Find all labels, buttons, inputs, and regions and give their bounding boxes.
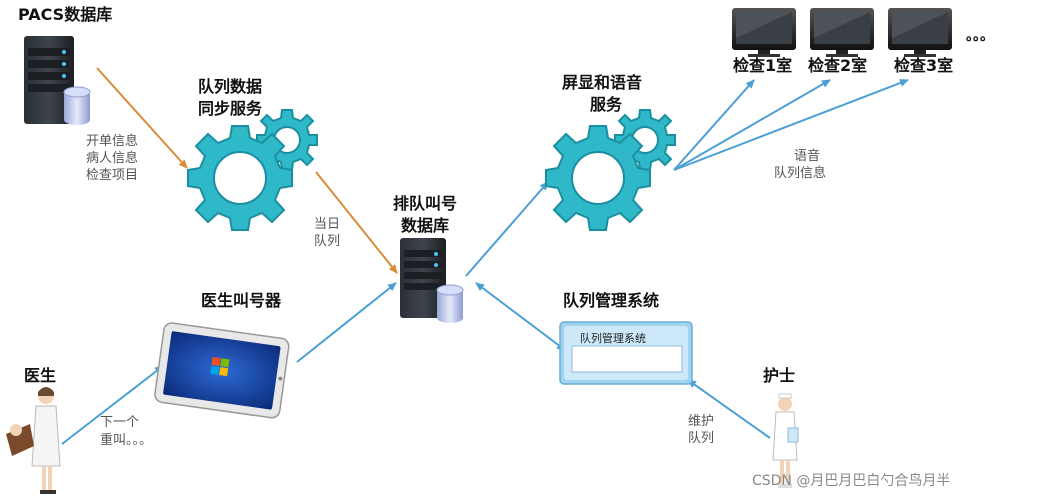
edge-sync-db-line1: 当日 [314,217,340,232]
edge-display-rooms-line1: 语音 [794,148,820,164]
arrow-display-to-room3 [673,79,909,171]
room3-label: 检查3室 [894,56,953,75]
arrow-caller-to-db [296,282,397,363]
edge-nurse-mgmt-line2: 队列 [688,431,714,446]
arrow-nurse-to-mgmt [687,379,771,439]
nurse-figure-icon [772,393,799,488]
sync-service-label-line1: 队列数据 [198,77,262,96]
queue-mgmt-window-icon [559,321,693,385]
edge-pacs-sync-line2: 病人信息 [86,150,138,166]
pacs-db-label: PACS数据库 [18,5,112,24]
nurse-label: 护士 [763,366,795,385]
caller-tablet-icon [154,322,290,419]
edge-display-rooms-line2: 队列信息 [774,165,826,181]
display-service-label-line1: 屏显和语音 [562,73,642,92]
mgmt-window-title: 队列管理系统 [580,331,646,345]
display-service-gear-icon [545,109,676,231]
monitor-room3-icon [888,8,952,57]
arrow-display-to-room2 [673,79,831,171]
arrow-pacs-to-sync [96,67,188,169]
queue-db-label-line1: 排队叫号 [393,194,457,213]
display-service-label-line2: 服务 [590,95,623,114]
arrow-sync-to-db [315,171,398,274]
queue-db-server-icon [400,238,464,323]
edge-nurse-mgmt-line1: 维护 [688,414,714,429]
edge-doctor-caller-line1: 下一个 [100,415,139,430]
doctor-figure-icon [6,387,61,494]
edge-sync-db-line2: 队列 [314,234,340,249]
doctor-label: 医生 [24,366,56,385]
pacs-server-icon [24,36,91,125]
doctor-caller-label: 医生叫号器 [201,291,282,310]
queue-db-label-line2: 数据库 [401,216,449,235]
queue-mgmt-label: 队列管理系统 [563,291,659,310]
sync-service-label-line2: 同步服务 [198,99,263,118]
rooms-more-label: 。。。 [966,28,994,44]
arrow-display-to-room1 [673,79,755,171]
edge-doctor-caller-line2: 重叫。。。 [100,432,152,448]
arrow-doctor-to-caller [61,365,164,445]
edge-pacs-sync-line1: 开单信息 [86,133,138,149]
sync-service-gear-icon [187,109,318,231]
watermark: CSDN @月巴月巴白勺合鸟月半 [752,473,950,489]
monitor-room2-icon [810,8,874,57]
arrow-db-mgmt [475,282,566,351]
room2-label: 检查2室 [808,56,867,75]
room1-label: 检查1室 [733,56,792,75]
arrow-db-to-display [465,181,549,277]
edge-pacs-sync-line3: 检查项目 [86,168,138,183]
monitor-room1-icon [732,8,796,57]
